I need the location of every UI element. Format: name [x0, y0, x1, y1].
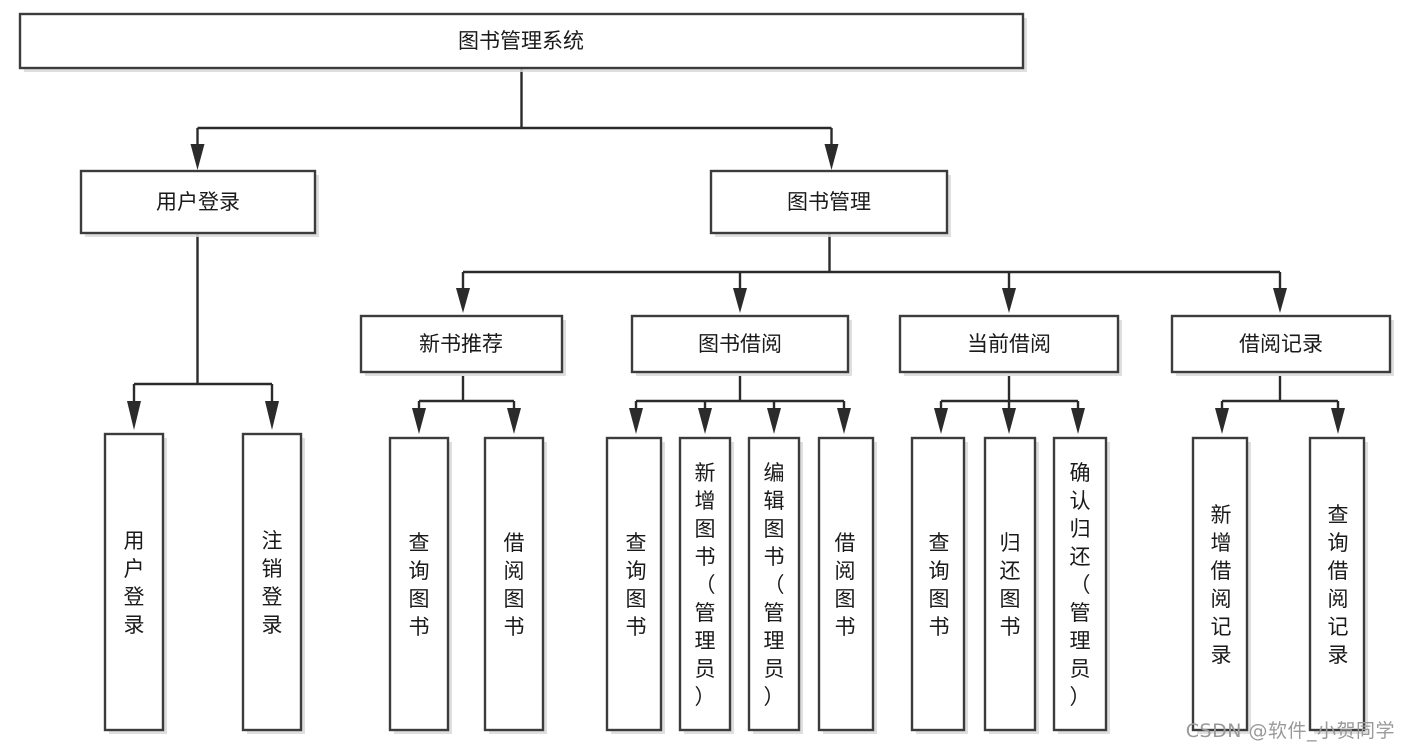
leaf-bb-0-label: 查询图书 — [626, 531, 647, 639]
edges-book-mgmt-to-level2 — [456, 233, 1287, 313]
leaf-nb-0-label: 查询图书 — [409, 531, 430, 639]
leaf-cb-0-label: 查询图书 — [929, 531, 950, 639]
leaf-cb-2-rect — [1052, 436, 1108, 732]
leaf-nb-1-rect — [483, 436, 545, 732]
edges-current-borrow-to-leaves — [934, 376, 1085, 434]
new-book-recommend-rect — [359, 314, 564, 374]
new-book-recommend-label: 新书推荐 — [419, 332, 503, 356]
user-login-label: 用户登录 — [156, 190, 240, 214]
node-book-management[interactable]: 图书管理 — [709, 169, 951, 237]
current-borrow-rect — [898, 314, 1120, 374]
leaf-br-0-rect — [1191, 436, 1249, 732]
arrowhead-br-add — [1215, 408, 1229, 434]
arrowhead-book-borrow — [733, 288, 747, 313]
node-user-login[interactable]: 用户登录 — [79, 169, 319, 237]
arrowhead-user-login — [190, 144, 205, 170]
edges-root-to-level1 — [190, 68, 839, 170]
arrowhead-leaf-user-login — [127, 401, 141, 430]
arrowhead-current-borrow — [1002, 288, 1016, 313]
root-label: 图书管理系统 — [458, 29, 584, 53]
book-borrow-rect — [630, 314, 850, 374]
leaf-cb-1-rect — [983, 436, 1037, 732]
arrowhead-bb-edit — [767, 408, 781, 434]
node-book-borrow[interactable]: 图书借阅 — [630, 314, 852, 376]
leaf-current-borrow-1[interactable]: 归还图书 — [983, 436, 1039, 734]
arrowhead-bb-add — [698, 408, 712, 434]
node-borrow-records[interactable]: 借阅记录 — [1170, 314, 1394, 376]
leaf-user-login-0[interactable]: 用户登录 — [103, 432, 167, 734]
leaf-cb-1-label: 归还图书 — [1000, 531, 1021, 639]
arrowhead-cb-return — [1002, 408, 1016, 434]
leaf-current-borrow-2[interactable]: 确认归还（管理员） — [1052, 436, 1110, 734]
leaf-bb-3-label: 借阅图书 — [835, 531, 856, 639]
leaf-book-borrow-1[interactable]: 新增图书（管理员） — [678, 436, 734, 734]
arrowhead-nb-borrow — [507, 408, 521, 434]
arrowhead-leaf-logout — [265, 401, 279, 430]
node-current-borrow[interactable]: 当前借阅 — [898, 314, 1122, 376]
edges-user-login-to-leaves — [127, 233, 279, 430]
arrowhead-cb-confirm — [1071, 408, 1085, 434]
book-management-rect — [709, 169, 949, 235]
user-login-rect — [79, 169, 317, 235]
leaf-new-book-0[interactable]: 查询图书 — [388, 436, 452, 734]
leaf-bb-1-rect — [678, 436, 732, 732]
leaf-book-borrow-3[interactable]: 借阅图书 — [817, 436, 877, 734]
leaf-ul-1-label: 注销登录 — [262, 529, 283, 637]
csdn-watermark: CSDN @软件_小贺同学 — [1185, 720, 1395, 742]
leaf-user-login-1[interactable]: 注销登录 — [241, 432, 305, 734]
leaf-ul-1-rect — [241, 432, 303, 732]
arrowhead-br-query — [1331, 408, 1345, 434]
leaf-nb-1-label: 借阅图书 — [504, 531, 525, 639]
node-root[interactable]: 图书管理系统 — [18, 12, 1027, 72]
arrowhead-cb-query — [934, 408, 948, 434]
leaf-bb-2-label: 编辑图书（管理员） — [764, 461, 785, 709]
leaf-br-0-label: 新增借阅记录 — [1211, 503, 1232, 667]
borrow-records-rect — [1170, 314, 1392, 374]
edges-new-book-rec-to-leaves — [412, 376, 521, 434]
book-management-label: 图书管理 — [787, 190, 871, 214]
borrow-records-label: 借阅记录 — [1239, 332, 1323, 356]
arrowhead-borrow-records — [1273, 288, 1287, 313]
leaf-nb-0-rect — [388, 436, 450, 732]
leaf-cb-0-rect — [910, 436, 966, 732]
leaf-bb-3-rect — [817, 436, 875, 732]
leaf-current-borrow-0[interactable]: 查询图书 — [910, 436, 968, 734]
leaf-ul-0-rect — [103, 432, 165, 732]
leaf-book-borrow-2[interactable]: 编辑图书（管理员） — [747, 436, 803, 734]
arrowhead-new-book-rec — [456, 288, 470, 313]
leaf-bb-0-rect — [605, 436, 663, 732]
leaf-new-book-1[interactable]: 借阅图书 — [483, 436, 547, 734]
leaf-cb-2-label: 确认归还（管理员） — [1070, 461, 1091, 709]
leaf-book-borrow-0[interactable]: 查询图书 — [605, 436, 665, 734]
arrowhead-book-mgmt — [824, 144, 839, 170]
node-new-book-recommend[interactable]: 新书推荐 — [359, 314, 566, 376]
edges-book-borrow-to-leaves — [629, 376, 851, 434]
leaf-borrow-records-0[interactable]: 新增借阅记录 — [1191, 436, 1251, 734]
arrowhead-bb-query — [629, 408, 643, 434]
leaf-bb-1-label: 新增图书（管理员） — [695, 461, 716, 709]
leaf-ul-0-label: 用户登录 — [124, 529, 145, 637]
arrowhead-bb-borrow — [837, 408, 851, 434]
edges-borrow-records-to-leaves — [1215, 376, 1345, 434]
leaf-borrow-records-1[interactable]: 查询借阅记录 — [1308, 436, 1368, 734]
leaf-br-1-label: 查询借阅记录 — [1328, 503, 1349, 667]
leaf-br-1-rect — [1308, 436, 1366, 732]
leaf-bb-2-rect — [747, 436, 801, 732]
root-rect — [18, 12, 1025, 70]
book-borrow-label: 图书借阅 — [698, 332, 782, 356]
current-borrow-label: 当前借阅 — [967, 332, 1051, 356]
arrowhead-nb-query — [412, 408, 426, 434]
